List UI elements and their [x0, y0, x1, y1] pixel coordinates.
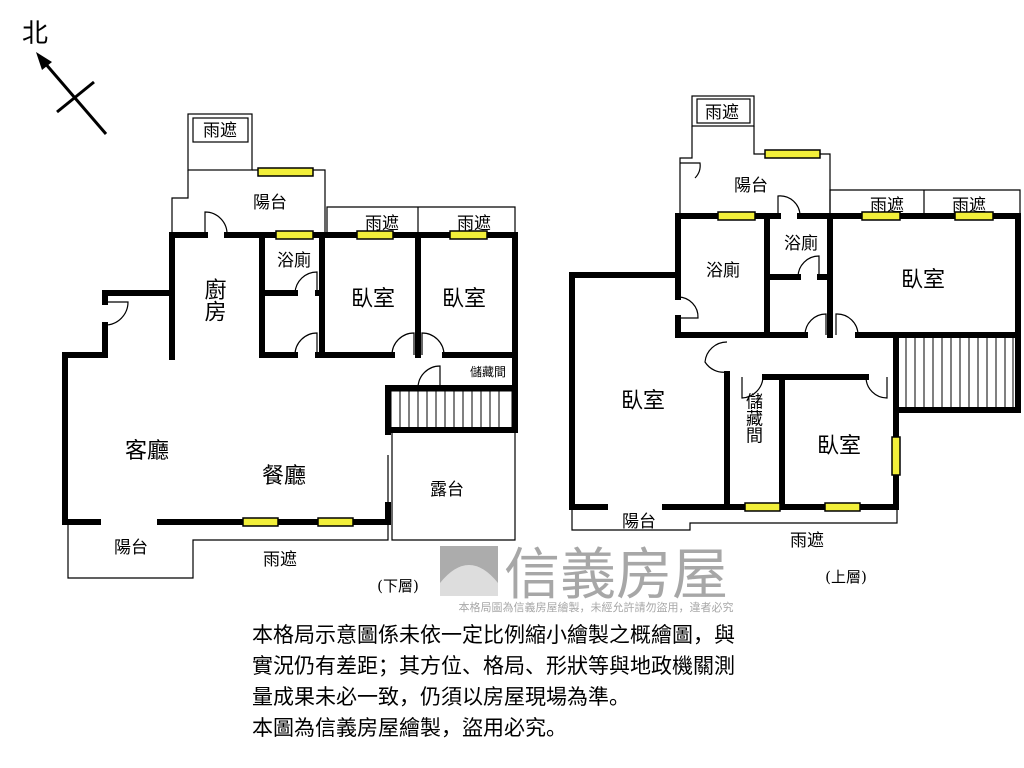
window	[717, 211, 756, 221]
window	[954, 211, 994, 221]
room-label: 儲藏間	[742, 392, 763, 444]
lower-floor-caption: (下層)	[377, 577, 419, 595]
window	[242, 517, 279, 527]
room-label: 雨遮	[203, 121, 237, 141]
room-label: 臥室	[901, 268, 945, 293]
upper-windows	[717, 149, 994, 512]
watermark-brand: 信義房屋	[504, 543, 728, 608]
room-label: 浴廁	[706, 260, 740, 281]
room-label: 雨遮	[870, 196, 904, 216]
room-label: 浴廁	[277, 250, 311, 271]
window	[257, 167, 314, 177]
lower-floor-plan: 雨遮 陽台 廚房 浴廁 雨遮 雨遮 臥室 臥室 儲藏間 客廳 餐廳 露台 陽台 …	[62, 113, 518, 595]
upper-stairs	[905, 338, 1014, 408]
watermark-notice: 本格局圖為信義房屋繪製，未經允許請勿盜用，違者必究	[459, 600, 734, 614]
north-compass: 北	[22, 19, 108, 135]
room-label: 陽台	[253, 193, 287, 213]
room-label: 臥室	[351, 287, 395, 312]
room-label: 雨遮	[457, 214, 491, 234]
room-label: 臥室	[442, 287, 486, 312]
window	[356, 230, 394, 240]
upper-floor-caption: (上層)	[825, 568, 867, 586]
window	[275, 230, 314, 240]
room-label: 雨遮	[365, 214, 399, 234]
upper-floor-plan: 雨遮 陽台 浴廁 浴廁 雨遮 雨遮 臥室 臥室 儲藏間 臥室 陽台 雨遮 (上層…	[569, 95, 1021, 586]
room-label: 臥室	[621, 389, 665, 414]
upper-doors	[677, 162, 888, 399]
disclaimer-line: 本圖為信義房屋繪製，盜用必究。	[252, 716, 567, 740]
disclaimer-line: 本格局示意圖係未依一定比例縮小繪製之概繪圖，與	[252, 623, 735, 647]
window	[824, 502, 861, 512]
window	[891, 436, 901, 476]
window	[449, 230, 488, 240]
lower-windows	[242, 167, 488, 527]
room-label: 廚房	[201, 278, 227, 322]
lower-stairs	[385, 390, 518, 433]
room-label: 陽台	[114, 538, 148, 558]
window	[317, 517, 354, 527]
room-label: 餐廳	[262, 464, 306, 489]
window	[764, 149, 821, 159]
room-label: 雨遮	[705, 103, 739, 123]
room-label: 雨遮	[790, 531, 824, 551]
lower-doors	[104, 211, 445, 389]
room-label: 浴廁	[784, 233, 818, 254]
room-label: 儲藏間	[470, 365, 506, 379]
room-label: 雨遮	[263, 550, 297, 570]
watermark: 信義房屋 本格局圖為信義房屋繪製，未經允許請勿盜用，違者必究	[440, 543, 734, 614]
north-label: 北	[22, 19, 48, 49]
disclaimer-line: 實況仍有差距；其方位、格局、形狀等與地政機關測	[252, 654, 735, 678]
room-label: 客廳	[125, 439, 169, 464]
arrow-head-icon	[36, 52, 52, 70]
room-label: 臥室	[817, 434, 861, 459]
room-label: 雨遮	[952, 196, 986, 216]
room-label: 露台	[430, 480, 464, 500]
window	[744, 502, 781, 512]
room-label: 陽台	[734, 176, 768, 196]
disclaimer-note: 本格局示意圖係未依一定比例縮小繪製之概繪圖，與 實況仍有差距；其方位、格局、形狀…	[252, 620, 735, 744]
disclaimer-line: 量成果未必一致，仍須以房屋現場為準。	[252, 685, 630, 709]
compass-cross-icon	[56, 80, 95, 114]
room-label: 陽台	[622, 512, 656, 532]
window	[861, 211, 901, 221]
brand-logo-icon	[440, 546, 498, 596]
